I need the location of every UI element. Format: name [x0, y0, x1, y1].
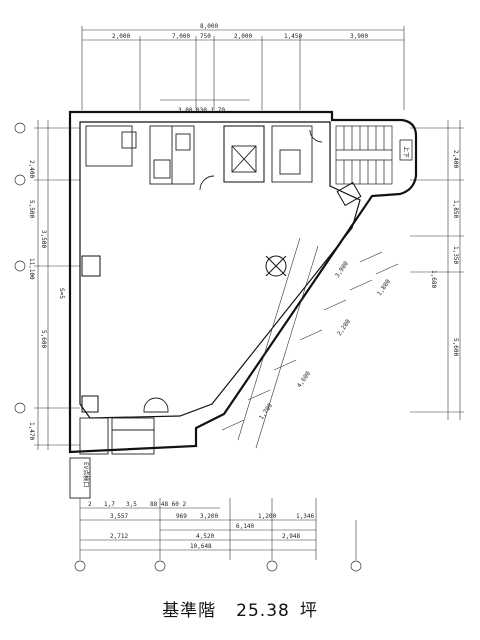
building-outline — [68, 110, 418, 454]
diag-dim-2: 2,200 — [336, 318, 352, 337]
top-dim-seg-1: 2,000 — [112, 33, 130, 40]
bottom-dim-r2-3: 3,200 — [200, 513, 218, 520]
diagonal-dimension-lines — [221, 237, 399, 449]
bottom-dim-r1-4: 88 48 60 2 — [150, 501, 187, 508]
stair-box-label: 上下 — [402, 146, 410, 158]
bottom-grid-markers — [74, 560, 362, 572]
left-dim-1: 2,400 — [28, 160, 35, 178]
bottom-dim-r1-3: 3,5 — [126, 501, 137, 508]
structural-columns — [81, 181, 362, 413]
right-dim-4: 5,600 — [452, 338, 459, 356]
top-dim-seg-2: 7,000 — [172, 33, 190, 40]
top-dim-overall: 8,000 — [200, 23, 218, 30]
top-dim-small: 3,00 830 1,70 — [178, 107, 225, 114]
right-dimension-lines — [410, 120, 464, 420]
top-dim-seg-4: 2,000 — [234, 33, 252, 40]
bottom-dim-r2-4: 1,200 — [258, 513, 276, 520]
right-dim-2: 1,850 — [452, 200, 459, 218]
bottom-left-note: EV点検口 — [82, 462, 90, 487]
left-dim-4: 11,100 — [28, 258, 35, 280]
bottom-dim-r4-3: 2,948 — [282, 533, 300, 540]
bottom-dim-r2-5: 1,346 — [296, 513, 314, 520]
left-elevation-note: S=5 — [58, 288, 65, 299]
left-grid-markers — [14, 122, 26, 414]
bottom-dim-r1-1: 2 — [88, 501, 92, 508]
top-dim-seg-3: 750 — [200, 33, 211, 40]
bottom-dim-r4-1: 2,712 — [110, 533, 128, 540]
core-rooms — [85, 125, 323, 191]
top-dim-seg-5: 1,450 — [284, 33, 302, 40]
floor-area-unit: 坪 — [299, 601, 318, 621]
left-dim-2: 5,500 — [28, 200, 35, 218]
diag-dim-3: 4,600 — [296, 370, 312, 389]
top-dimension-lines — [81, 26, 405, 110]
bottom-dim-r2-2: 969 — [176, 513, 187, 520]
diag-dim-5: 3,900 — [334, 260, 350, 279]
left-dim-6: 1,470 — [28, 422, 35, 440]
diag-dim-4: 1,700 — [258, 402, 274, 421]
floor-area-value: 25.38 — [236, 601, 290, 621]
top-dim-seg-6: 3,900 — [350, 33, 368, 40]
bottom-left-room — [69, 397, 169, 499]
left-dim-5: 5,600 — [40, 330, 47, 348]
stairwell — [335, 125, 413, 185]
right-side-note: 1,680 — [430, 270, 437, 288]
bottom-dim-r2-1: 3,557 — [110, 513, 128, 520]
bottom-dim-r3-1: 6,140 — [236, 523, 254, 530]
diag-dim-1: 1,800 — [376, 278, 392, 297]
left-dim-3: 3,500 — [40, 230, 47, 248]
bottom-dim-r1-2: 1,7 — [104, 501, 115, 508]
bottom-dim-r4-2: 4,520 — [196, 533, 214, 540]
right-dim-3: 1,350 — [452, 246, 459, 264]
floor-label: 基準階 — [162, 601, 217, 621]
bottom-dimension-lines — [79, 498, 357, 560]
bottom-dim-r5-1: 10,648 — [190, 543, 212, 550]
floor-caption: 基準階 25.38 坪 — [0, 596, 480, 621]
right-dim-1: 2,400 — [452, 150, 459, 168]
left-dimension-lines — [34, 120, 80, 450]
